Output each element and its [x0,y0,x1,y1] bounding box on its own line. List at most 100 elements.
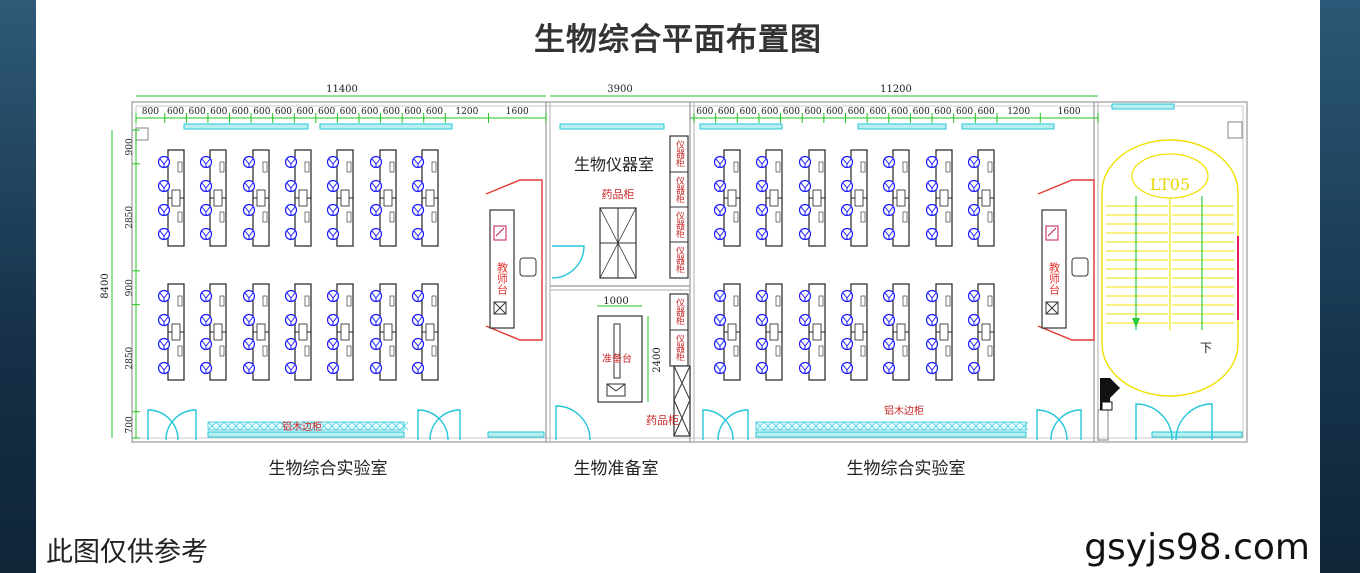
stool [925,289,939,303]
stool [840,179,854,193]
dim-vertical-label: 2850 [125,346,135,369]
stool [713,313,727,327]
lab-bench [379,149,397,247]
lab-bench [379,283,397,381]
stool [284,337,298,351]
stool [840,203,854,217]
instrument-cabinet-label-4: 仪器柜 [674,246,685,274]
stair-down-label: 下 [1200,341,1212,355]
stool [798,337,812,351]
stool [284,289,298,303]
stool [925,227,939,241]
stool [242,227,256,241]
stool [242,337,256,351]
dim-vertical-label: 700 [125,416,135,433]
stool [326,313,340,327]
stool [840,227,854,241]
stool [713,155,727,169]
stool [157,337,171,351]
stool [755,361,769,375]
teacher-podium-left: 教师台 [485,179,543,341]
lab-bench [935,149,953,247]
dim-cell-label: 600 [210,107,227,117]
stool [755,179,769,193]
stool [369,179,383,193]
teacher-desk-label-left: 教师台 [496,262,509,295]
stool [369,289,383,303]
stool [199,179,213,193]
dim-vertical-label: 900 [125,279,135,296]
stool [713,179,727,193]
dim-cell-label: 600 [296,107,313,117]
doors [147,245,1213,441]
stool [369,313,383,327]
lab-bench [850,149,868,247]
lab-bench [765,283,783,381]
lab-bench [892,149,910,247]
dim-cell-label: 600 [891,107,908,117]
stool [284,313,298,327]
stool [755,313,769,327]
instrument-room-furniture: 药品柜 仪器柜 仪器柜 仪器柜 仪器柜 生物仪器室 [574,135,689,279]
stool [713,361,727,375]
stool [284,361,298,375]
reagent-cabinet-label-bottom: 药品柜 [646,414,679,427]
dim-cell-label: 600 [253,107,270,117]
dim-cell-label: 600 [869,107,886,117]
lab-bench [808,283,826,381]
stool [798,203,812,217]
stool [242,313,256,327]
lab-bench [977,283,995,381]
stool [157,313,171,327]
dim-cell-label: 1200 [455,107,478,117]
drawing-sheet: 生物综合平面布置图 [36,0,1320,573]
stool [326,289,340,303]
stool [840,337,854,351]
stool [157,289,171,303]
stool [242,155,256,169]
stool [157,155,171,169]
stool [967,227,981,241]
dim-cell-label: 600 [696,107,713,117]
stool [199,337,213,351]
lab-bench [252,149,270,247]
stool [925,203,939,217]
dim-cell-label: 600 [740,107,757,117]
stool [284,155,298,169]
dim-left-total: 11400 [326,84,358,95]
stool [798,313,812,327]
stool [967,313,981,327]
teacher-desk-label-right: 教师台 [1048,262,1061,295]
dim-cell-label: 600 [189,107,206,117]
stool [284,203,298,217]
dim-cell-label: 1600 [1058,107,1081,117]
stool [326,227,340,241]
instrument-cabinet-label-3: 仪器柜 [674,211,685,239]
dim-prep-width: 1000 [603,296,628,307]
stool [199,289,213,303]
instrument-cabinet-label-1: 仪器柜 [674,140,685,168]
stool [157,227,171,241]
lab-bench [935,283,953,381]
dim-cell-label: 1600 [506,107,529,117]
dim-cell-label: 600 [761,107,778,117]
stool [242,289,256,303]
stool [369,227,383,241]
instrument-room-label: 生物仪器室 [574,155,654,174]
lab-bench [294,283,312,381]
background-right [1320,0,1360,573]
dim-cell-label: 600 [956,107,973,117]
stool [411,337,425,351]
stool [199,203,213,217]
dim-cell-label: 600 [718,107,735,117]
lab-bench [808,149,826,247]
stool [199,227,213,241]
dim-cell-label: 600 [848,107,865,117]
stool [798,179,812,193]
stool [755,203,769,217]
stool [326,361,340,375]
stool [967,361,981,375]
stool [840,289,854,303]
